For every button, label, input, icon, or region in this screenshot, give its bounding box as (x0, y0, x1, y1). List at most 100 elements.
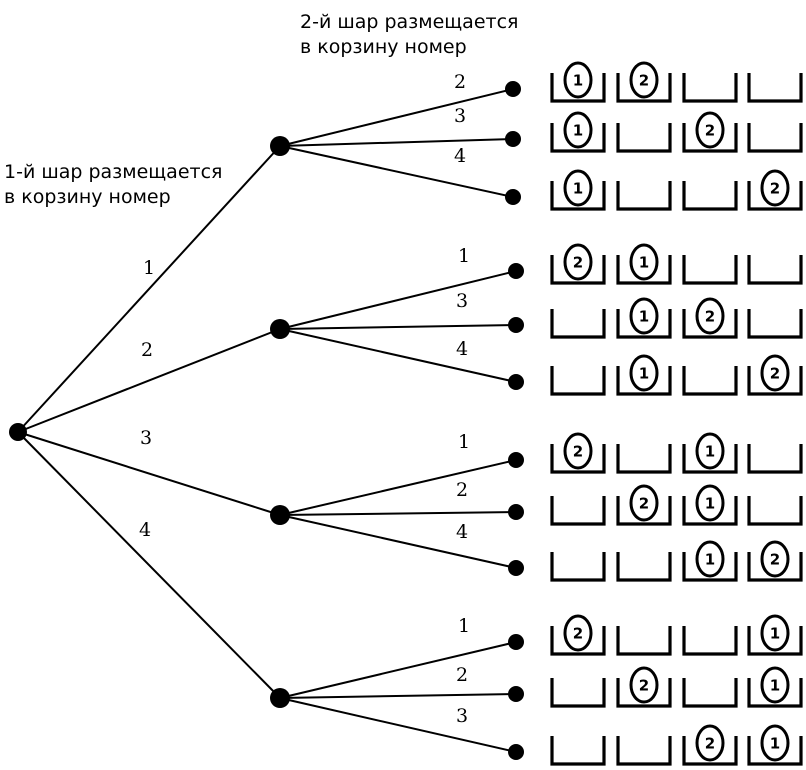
ball (563, 169, 593, 207)
leaf-node (508, 634, 524, 650)
leaf-node (508, 374, 524, 390)
ball (629, 243, 659, 281)
ball-number: 2 (573, 254, 583, 272)
leaf-node (508, 317, 524, 333)
first-level-node (270, 505, 290, 525)
ball-number: 1 (705, 551, 715, 569)
second-level-edge-label: 3 (456, 290, 468, 312)
ball (760, 666, 790, 704)
basket (682, 496, 738, 526)
leaf-node (505, 81, 521, 97)
basket (550, 444, 606, 474)
second-level-edge (279, 693, 517, 699)
basket (682, 366, 738, 396)
second-level-edge-label: 3 (454, 105, 466, 127)
basket (682, 736, 738, 766)
basket (682, 444, 738, 474)
first-level-edge (17, 431, 281, 699)
leaf-node (508, 560, 524, 576)
second-level-edge-label: 1 (458, 245, 470, 267)
ball-number: 1 (639, 308, 649, 326)
leaf-node (508, 504, 524, 520)
basket (682, 678, 738, 708)
basket (747, 309, 803, 339)
first-level-edge (17, 145, 281, 433)
first-level-edge (17, 328, 281, 433)
second-level-edge (279, 641, 517, 699)
leaf-node (508, 744, 524, 760)
basket (550, 366, 606, 396)
second-ball-caption-line-2: в корзину номер (300, 36, 467, 58)
ball-number: 1 (573, 122, 583, 140)
basket (682, 255, 738, 285)
basket (747, 366, 803, 396)
ball-number: 1 (705, 443, 715, 461)
ball (695, 724, 725, 762)
second-level-edge-label: 4 (454, 145, 466, 167)
second-ball-caption: 2-й шар размещается в корзину номер (300, 10, 518, 60)
first-ball-caption: 1-й шар размещается в корзину номер (4, 160, 222, 210)
first-level-edge-label: 1 (143, 257, 155, 279)
first-level-node (270, 136, 290, 156)
ball (563, 432, 593, 470)
basket (747, 444, 803, 474)
second-level-edge (279, 324, 517, 330)
first-ball-caption-line-1: 1-й шар размещается (4, 161, 223, 183)
basket (682, 552, 738, 582)
ball (760, 169, 790, 207)
basket (616, 366, 672, 396)
basket (550, 678, 606, 708)
ball (760, 614, 790, 652)
ball-number: 2 (573, 625, 583, 643)
root-node (9, 423, 27, 441)
ball (563, 111, 593, 149)
basket (550, 181, 606, 211)
basket (682, 309, 738, 339)
first-level-node (270, 688, 290, 708)
basket (616, 496, 672, 526)
second-level-edge (279, 328, 517, 383)
first-level-edge-label: 4 (139, 519, 151, 541)
basket (747, 678, 803, 708)
ball-number: 2 (639, 495, 649, 513)
ball (629, 297, 659, 335)
ball (695, 432, 725, 470)
ball (629, 484, 659, 522)
basket (616, 678, 672, 708)
basket (616, 255, 672, 285)
basket (550, 496, 606, 526)
ball-number: 1 (639, 254, 649, 272)
basket (550, 73, 606, 103)
ball-number: 1 (573, 72, 583, 90)
basket (747, 123, 803, 153)
second-level-edge-label: 2 (454, 71, 466, 93)
ball-number: 2 (770, 365, 780, 383)
basket (616, 736, 672, 766)
basket (550, 626, 606, 656)
ball (563, 243, 593, 281)
second-level-edge (279, 514, 517, 569)
second-level-edge (279, 88, 514, 147)
ball-number: 2 (705, 122, 715, 140)
first-level-edge (17, 431, 281, 516)
ball (629, 354, 659, 392)
leaf-node (508, 452, 524, 468)
ball-number: 1 (770, 625, 780, 643)
second-level-edge-label: 3 (456, 705, 468, 727)
ball (629, 666, 659, 704)
basket (616, 626, 672, 656)
second-level-edge-label: 2 (456, 664, 468, 686)
leaf-node (508, 263, 524, 279)
second-level-edge (279, 138, 514, 147)
ball-number: 1 (639, 365, 649, 383)
basket (747, 626, 803, 656)
ball (760, 354, 790, 392)
second-level-edge-label: 1 (458, 615, 470, 637)
ball-number: 1 (770, 735, 780, 753)
basket (550, 736, 606, 766)
basket (747, 255, 803, 285)
ball (563, 614, 593, 652)
second-level-edge-label: 1 (458, 431, 470, 453)
second-level-edge-label: 2 (456, 479, 468, 501)
